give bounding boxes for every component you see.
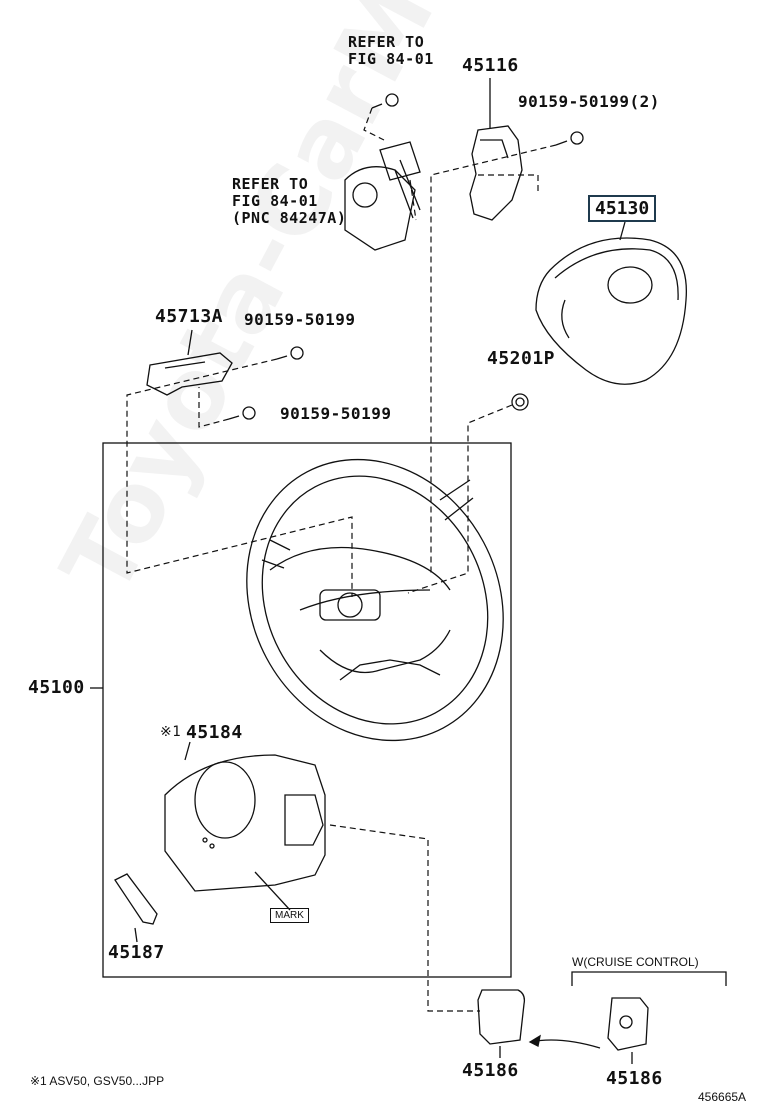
label-cruise-control: W(CRUISE CONTROL): [572, 955, 699, 969]
part-45186-a: [477, 989, 526, 1045]
label-bolt-2: 90159-50199(2): [518, 92, 660, 111]
switch-assembly: [344, 141, 421, 251]
label-45130-highlighted[interactable]: 45130: [588, 195, 657, 222]
cover-45184: [164, 754, 326, 892]
strip-45187: [114, 873, 158, 925]
label-45186-b: 45186: [606, 1068, 663, 1089]
label-45713a: 45713A: [155, 306, 224, 327]
assembly-box-45100: [102, 442, 512, 978]
label-45100: 45100: [28, 677, 85, 698]
label-45201p: 45201P: [487, 348, 556, 369]
steering-wheel: [246, 458, 504, 742]
label-45184: 45184: [186, 722, 243, 743]
label-refer-top: REFER TO FIG 84-01: [348, 33, 434, 68]
part-45116: [469, 125, 523, 221]
label-45184-prefix: ※1: [160, 724, 182, 740]
footnote: ※1 ASV50, GSV50...JPP: [30, 1074, 165, 1088]
bolt-icons: [228, 93, 584, 420]
bracket-45713a: [146, 352, 233, 396]
label-45186-a: 45186: [462, 1060, 519, 1081]
label-bolt-a: 90159-50199: [244, 310, 356, 329]
arrow-icon: [529, 1039, 601, 1049]
label-45187: 45187: [108, 942, 165, 963]
part-45186-b: [607, 997, 649, 1051]
figure-id: 456665A: [698, 1090, 747, 1104]
label-bolt-b: 90159-50199: [280, 404, 392, 423]
airbag-45130: [535, 237, 688, 385]
label-mark: MARK: [270, 908, 309, 923]
label-refer-left: REFER TO FIG 84-01 (PNC 84247A): [232, 175, 347, 227]
label-45116: 45116: [462, 55, 519, 76]
